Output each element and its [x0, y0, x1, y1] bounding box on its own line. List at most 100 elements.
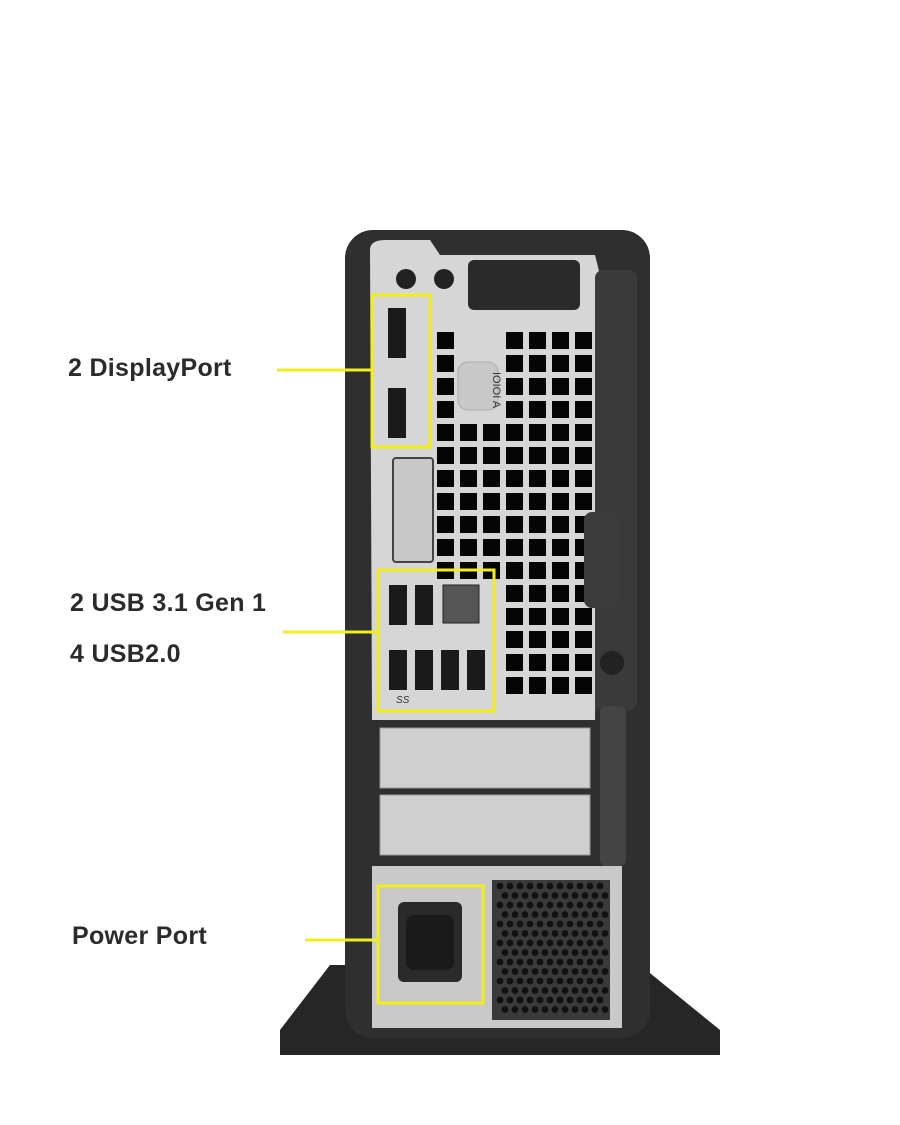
vent-hole: [437, 332, 454, 349]
vent-hole: [575, 355, 592, 372]
grille-hole: [496, 977, 504, 985]
grille-hole: [526, 882, 534, 890]
grille-hole: [511, 968, 519, 975]
grille-hole: [501, 1006, 509, 1013]
vent-hole: [529, 401, 546, 418]
grille-hole: [561, 1006, 569, 1013]
grille-hole: [501, 987, 509, 994]
grille-hole: [586, 939, 594, 947]
right-trim: [595, 270, 637, 710]
grille-hole: [541, 968, 549, 975]
grille-hole: [586, 996, 594, 1004]
grille-hole: [556, 958, 564, 966]
grille-hole: [566, 901, 574, 909]
grille-hole: [511, 1006, 519, 1013]
grille-hole: [601, 892, 609, 899]
usb-port: [467, 650, 485, 690]
vent-hole: [552, 585, 569, 602]
vent-hole: [529, 378, 546, 395]
grille-hole: [586, 958, 594, 966]
grille-hole: [576, 977, 584, 985]
grille-hole: [556, 939, 564, 947]
grille-hole: [551, 911, 559, 918]
grille-hole: [531, 968, 539, 975]
grille-hole: [581, 892, 589, 899]
grille-hole: [536, 939, 544, 947]
vent-hole: [460, 516, 477, 533]
grille-hole: [571, 1006, 579, 1013]
usb-port: [389, 585, 407, 625]
grille-hole: [526, 939, 534, 947]
grille-hole: [496, 920, 504, 928]
grille-hole: [571, 911, 579, 918]
grille-hole: [526, 996, 534, 1004]
vent-hole: [506, 332, 523, 349]
vent-hole: [529, 585, 546, 602]
grille-hole: [596, 901, 604, 909]
grille-hole: [546, 920, 554, 928]
vent-hole: [552, 562, 569, 579]
vent-hole: [506, 516, 523, 533]
vent-hole: [437, 355, 454, 372]
grille-hole: [601, 987, 609, 994]
grille-hole: [531, 930, 539, 937]
vent-hole: [575, 424, 592, 441]
grille-hole: [511, 911, 519, 918]
grille-hole: [536, 958, 544, 966]
vent-hole: [552, 355, 569, 372]
vent-hole: [529, 654, 546, 671]
grille-hole: [601, 930, 609, 937]
serial-port-cover: [457, 361, 499, 411]
vent-hole: [575, 332, 592, 349]
vent-hole: [552, 654, 569, 671]
side-latch: [584, 512, 618, 608]
vent-hole: [575, 493, 592, 510]
leader-lines: [277, 368, 378, 942]
vent-hole: [552, 378, 569, 395]
grille-hole: [561, 968, 569, 975]
displayport-label: 2 DisplayPort: [68, 354, 232, 382]
power-port-label: Power Port: [72, 922, 207, 950]
grille-hole: [516, 958, 524, 966]
grille-hole: [536, 996, 544, 1004]
grille-hole: [581, 949, 589, 956]
blank-slot-cover: [392, 457, 434, 563]
grille-hole: [536, 977, 544, 985]
grille-hole: [566, 958, 574, 966]
grille-hole: [581, 911, 589, 918]
vent-hole: [437, 424, 454, 441]
grille-hole: [561, 911, 569, 918]
vent-hole: [529, 516, 546, 533]
power-socket-inner: [406, 915, 454, 970]
grille-hole: [521, 987, 529, 994]
vent-hole: [506, 401, 523, 418]
vent-hole: [552, 401, 569, 418]
vent-hole: [460, 424, 477, 441]
grille-hole: [501, 930, 509, 937]
serial-port-marking: IOIOI A: [490, 372, 502, 409]
vent-hole: [506, 355, 523, 372]
vent-hole: [552, 608, 569, 625]
grille-hole: [561, 930, 569, 937]
grille-hole: [576, 939, 584, 947]
grille-hole: [536, 882, 544, 890]
ethernet-port: [442, 584, 480, 624]
grille-hole: [551, 949, 559, 956]
vent-hole: [460, 493, 477, 510]
grille-hole: [591, 987, 599, 994]
vent-hole: [506, 539, 523, 556]
vent-hole: [529, 562, 546, 579]
grille-hole: [591, 930, 599, 937]
grille-hole: [576, 882, 584, 890]
grille-hole: [516, 977, 524, 985]
grille-hole: [591, 911, 599, 918]
grille-hole: [516, 882, 524, 890]
grille-hole: [506, 882, 514, 890]
grille-hole: [586, 920, 594, 928]
usb31-label: 2 USB 3.1 Gen 1: [70, 589, 267, 617]
vent-hole: [575, 378, 592, 395]
grille-hole: [581, 930, 589, 937]
grille-hole: [551, 1006, 559, 1013]
grille-hole: [521, 930, 529, 937]
vent-hole: [575, 608, 592, 625]
